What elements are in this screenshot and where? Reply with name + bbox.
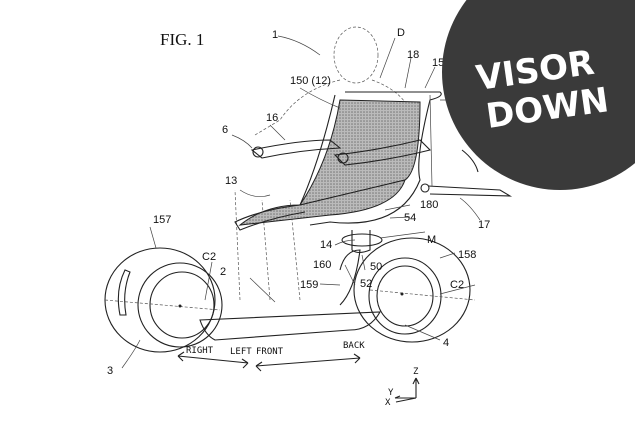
label-52: 52 <box>360 278 372 290</box>
label-M: M <box>427 234 436 246</box>
label-159: 159 <box>300 279 318 291</box>
direction-arrows: RIGHT LEFT FRONT BACK <box>177 341 365 372</box>
callout-labels: 1 D 18 15 150 (12) 16 6 13 180 54 17 M 1… <box>107 27 490 377</box>
axis-z-label: Z <box>413 367 419 377</box>
vehicle-base <box>104 237 476 353</box>
label-1: 1 <box>272 29 278 41</box>
label-160: 160 <box>313 259 331 271</box>
label-157: 157 <box>153 214 171 226</box>
leader-lines <box>121 35 481 369</box>
label-180: 180 <box>420 199 438 211</box>
direction-back: BACK <box>343 341 365 351</box>
label-16: 16 <box>266 112 278 124</box>
label-3: 3 <box>107 365 113 377</box>
label-2: 2 <box>220 266 226 278</box>
label-C2-left: C2 <box>202 251 216 263</box>
label-150: 150 (12) <box>290 75 331 87</box>
visordown-logo: VISOR DOWN <box>442 0 635 190</box>
direction-front: FRONT <box>256 347 284 357</box>
seat <box>234 91 513 254</box>
axis-x-label: X <box>385 398 391 408</box>
figure-title: FIG. 1 <box>160 30 204 49</box>
label-50: 50 <box>370 261 382 273</box>
label-C2-right: C2 <box>450 279 464 291</box>
label-17: 17 <box>478 219 490 231</box>
direction-left: LEFT <box>230 347 252 357</box>
axis-y-label: Y <box>388 388 394 398</box>
label-54: 54 <box>404 212 416 224</box>
label-6: 6 <box>222 124 228 136</box>
label-D: D <box>397 27 405 39</box>
label-158: 158 <box>458 249 476 261</box>
direction-right: RIGHT <box>186 346 214 356</box>
label-13: 13 <box>225 175 237 187</box>
coordinate-axes: Z Y X <box>385 367 420 408</box>
label-18: 18 <box>407 49 419 61</box>
label-14: 14 <box>320 239 332 251</box>
label-4: 4 <box>443 337 449 349</box>
label-15: 15 <box>432 57 444 69</box>
